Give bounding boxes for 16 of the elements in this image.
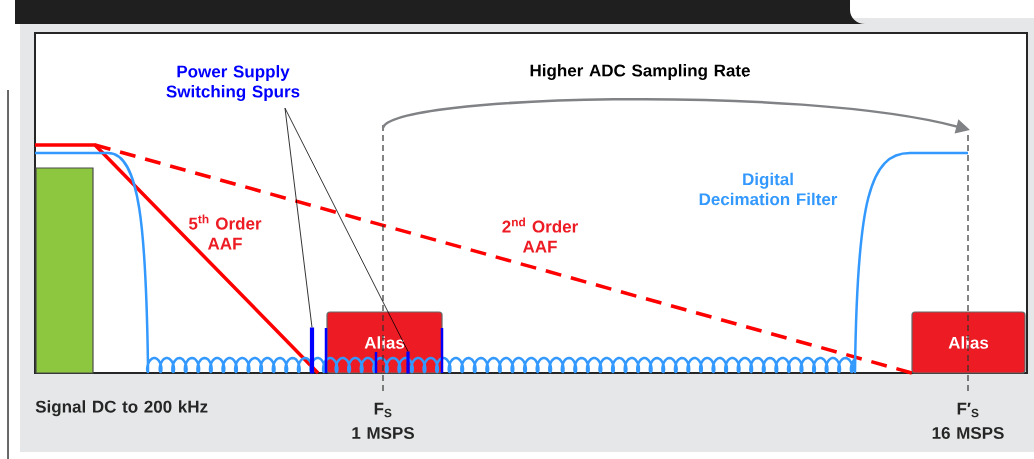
curve-label: Digital Decimation Filter: [699, 172, 838, 206]
axis-label: 1 MSPS: [352, 427, 414, 440]
axis-label: F′$_{S}$: [957, 402, 979, 418]
spur-line: [406, 351, 410, 374]
curve-label: 5$^{th}$ Order AAF: [188, 214, 262, 250]
leader-line: [284, 107, 313, 328]
axis-label: Signal DC to 200 kHz: [35, 400, 208, 417]
leader-line: [284, 107, 409, 352]
alias-box: Alias: [911, 311, 1026, 374]
callout-text: Power Supply Switching Spurs: [166, 65, 300, 101]
axis-label: 16 MSPS: [932, 427, 1004, 440]
signal-bar: [35, 167, 94, 374]
spur-line: [309, 327, 315, 374]
axis-label: F$_{S}$: [374, 402, 392, 418]
curve-label: 2$^{nd}$ Order AAF: [502, 217, 578, 253]
chart-title: Higher ADC Sampling Rate: [530, 64, 750, 80]
